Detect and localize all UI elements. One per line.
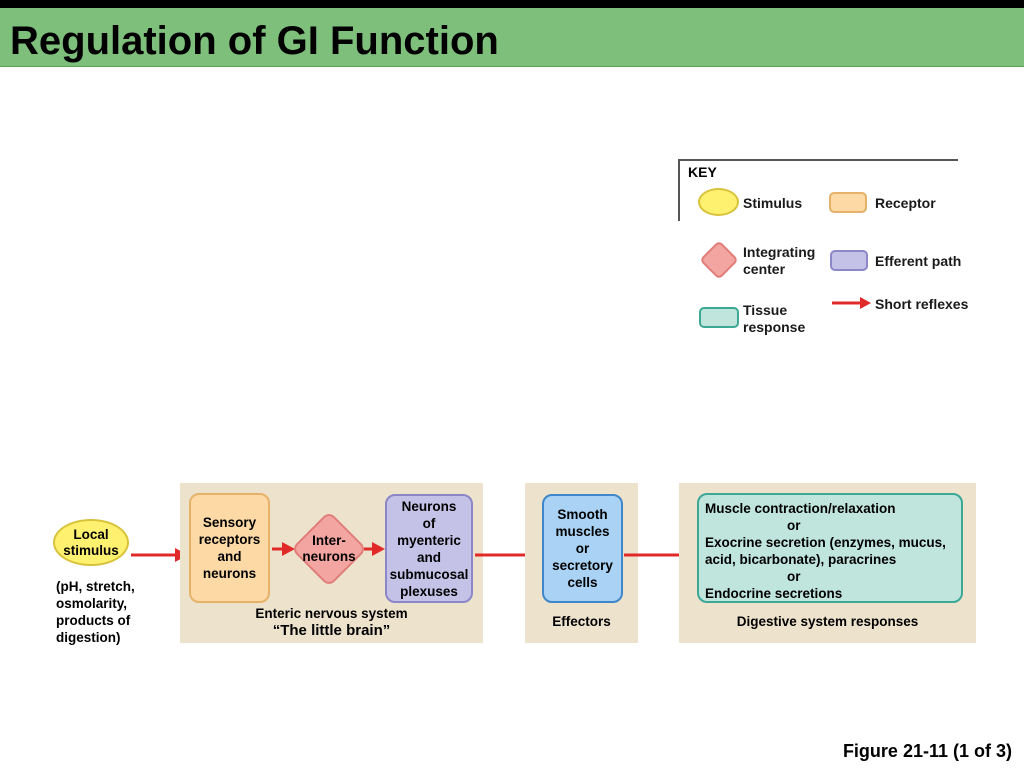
key-efferent-swatch (830, 250, 868, 271)
interneurons-diamond: Inter- neurons (290, 510, 368, 588)
local-stimulus-label: Local stimulus (63, 526, 119, 558)
interneurons-label: Inter- neurons (302, 533, 356, 564)
enteric-caption: Enteric nervous system “The little brain… (180, 606, 483, 639)
key-heading: KEY (688, 164, 717, 180)
key-short-reflex-label: Short reflexes (875, 296, 969, 312)
key-stimulus-label: Stimulus (743, 195, 803, 211)
effector-box: Smooth muscles or secretory cells (542, 494, 623, 603)
key-left-rule (678, 159, 680, 221)
effector-label: Smooth muscles or secretory cells (552, 507, 613, 590)
figure-label: Figure 21-11 (1 of 3) (842, 741, 1012, 761)
key-integrating-swatch (699, 240, 739, 280)
key-receptor-swatch (829, 192, 867, 213)
local-stimulus: Local stimulus (53, 519, 129, 566)
key-tissue-swatch (699, 307, 739, 328)
sensory-receptors-box: Sensory receptors and neurons (189, 493, 270, 603)
plexus-neurons-box: Neurons of myenteric and submucosal plex… (385, 494, 473, 603)
responses-text: Muscle contraction/relaxation or Exocrin… (705, 500, 946, 602)
plexus-neurons-label: Neurons of myenteric and submucosal plex… (389, 498, 469, 599)
response-endocrine: Endocrine secretions (705, 586, 843, 601)
top-border (0, 0, 1024, 8)
arrow-interneurons-to-plexus (364, 542, 385, 556)
response-muscle: Muscle contraction/relaxation (705, 501, 896, 516)
stimulus-examples: (pH, stretch, osmolarity, products of di… (56, 579, 135, 645)
key-tissue-label: Tissue response (743, 302, 806, 335)
effectors-caption: Effectors (552, 614, 611, 629)
responses-box: Muscle contraction/relaxation or Exocrin… (697, 493, 963, 603)
key-top-rule (678, 159, 958, 161)
key-short-reflex-arrow (832, 297, 871, 309)
key-receptor-label: Receptor (875, 195, 936, 211)
enteric-caption-line1: Enteric nervous system (255, 606, 408, 621)
sensory-receptors-label: Sensory receptors and neurons (198, 515, 261, 581)
key-stimulus-swatch (698, 188, 739, 216)
arrow-receptor-to-interneurons (272, 542, 295, 556)
key-efferent-label: Efferent path (875, 253, 962, 269)
responses-caption: Digestive system responses (736, 614, 919, 629)
page-title: Regulation of GI Function (10, 19, 499, 63)
title-bar: Regulation of GI Function (0, 8, 1024, 67)
response-or-2: or (787, 569, 801, 584)
key-integrating-label: Integrating center (743, 244, 816, 277)
response-or-1: or (787, 518, 801, 533)
enteric-caption-line2: “The little brain” (272, 622, 391, 639)
response-exocrine: Exocrine secretion (enzymes, mucus, acid… (705, 535, 946, 567)
